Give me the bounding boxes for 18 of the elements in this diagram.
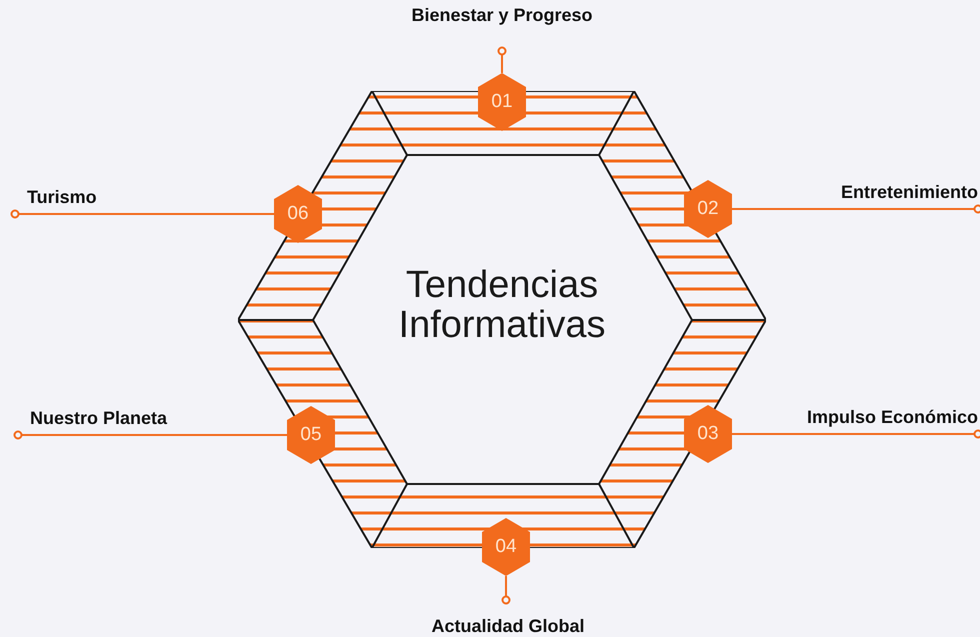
connector-line bbox=[14, 430, 287, 440]
center-title: Tendencias Informativas bbox=[398, 264, 606, 344]
connector-line bbox=[498, 46, 506, 73]
topic-title: Impulso Económico bbox=[806, 406, 978, 428]
topic-title: Actualidad Global bbox=[431, 615, 585, 637]
topic-title: Turismo bbox=[27, 186, 97, 208]
number-hexagon: 01 bbox=[478, 73, 526, 131]
number-hexagon: 02 bbox=[684, 180, 732, 238]
topic-title: Entretenimiento bbox=[840, 181, 978, 203]
connector-line bbox=[502, 576, 510, 604]
number-hexagon: 04 bbox=[482, 518, 530, 576]
connector-line bbox=[732, 204, 980, 214]
number-hexagon: 06 bbox=[274, 185, 322, 243]
topic-title: Bienestar y Progreso bbox=[411, 4, 593, 26]
number-hexagon: 03 bbox=[684, 405, 732, 463]
topic-title: Nuestro Planeta bbox=[30, 407, 168, 429]
connector-line bbox=[732, 430, 980, 438]
connector-line bbox=[10, 210, 274, 218]
